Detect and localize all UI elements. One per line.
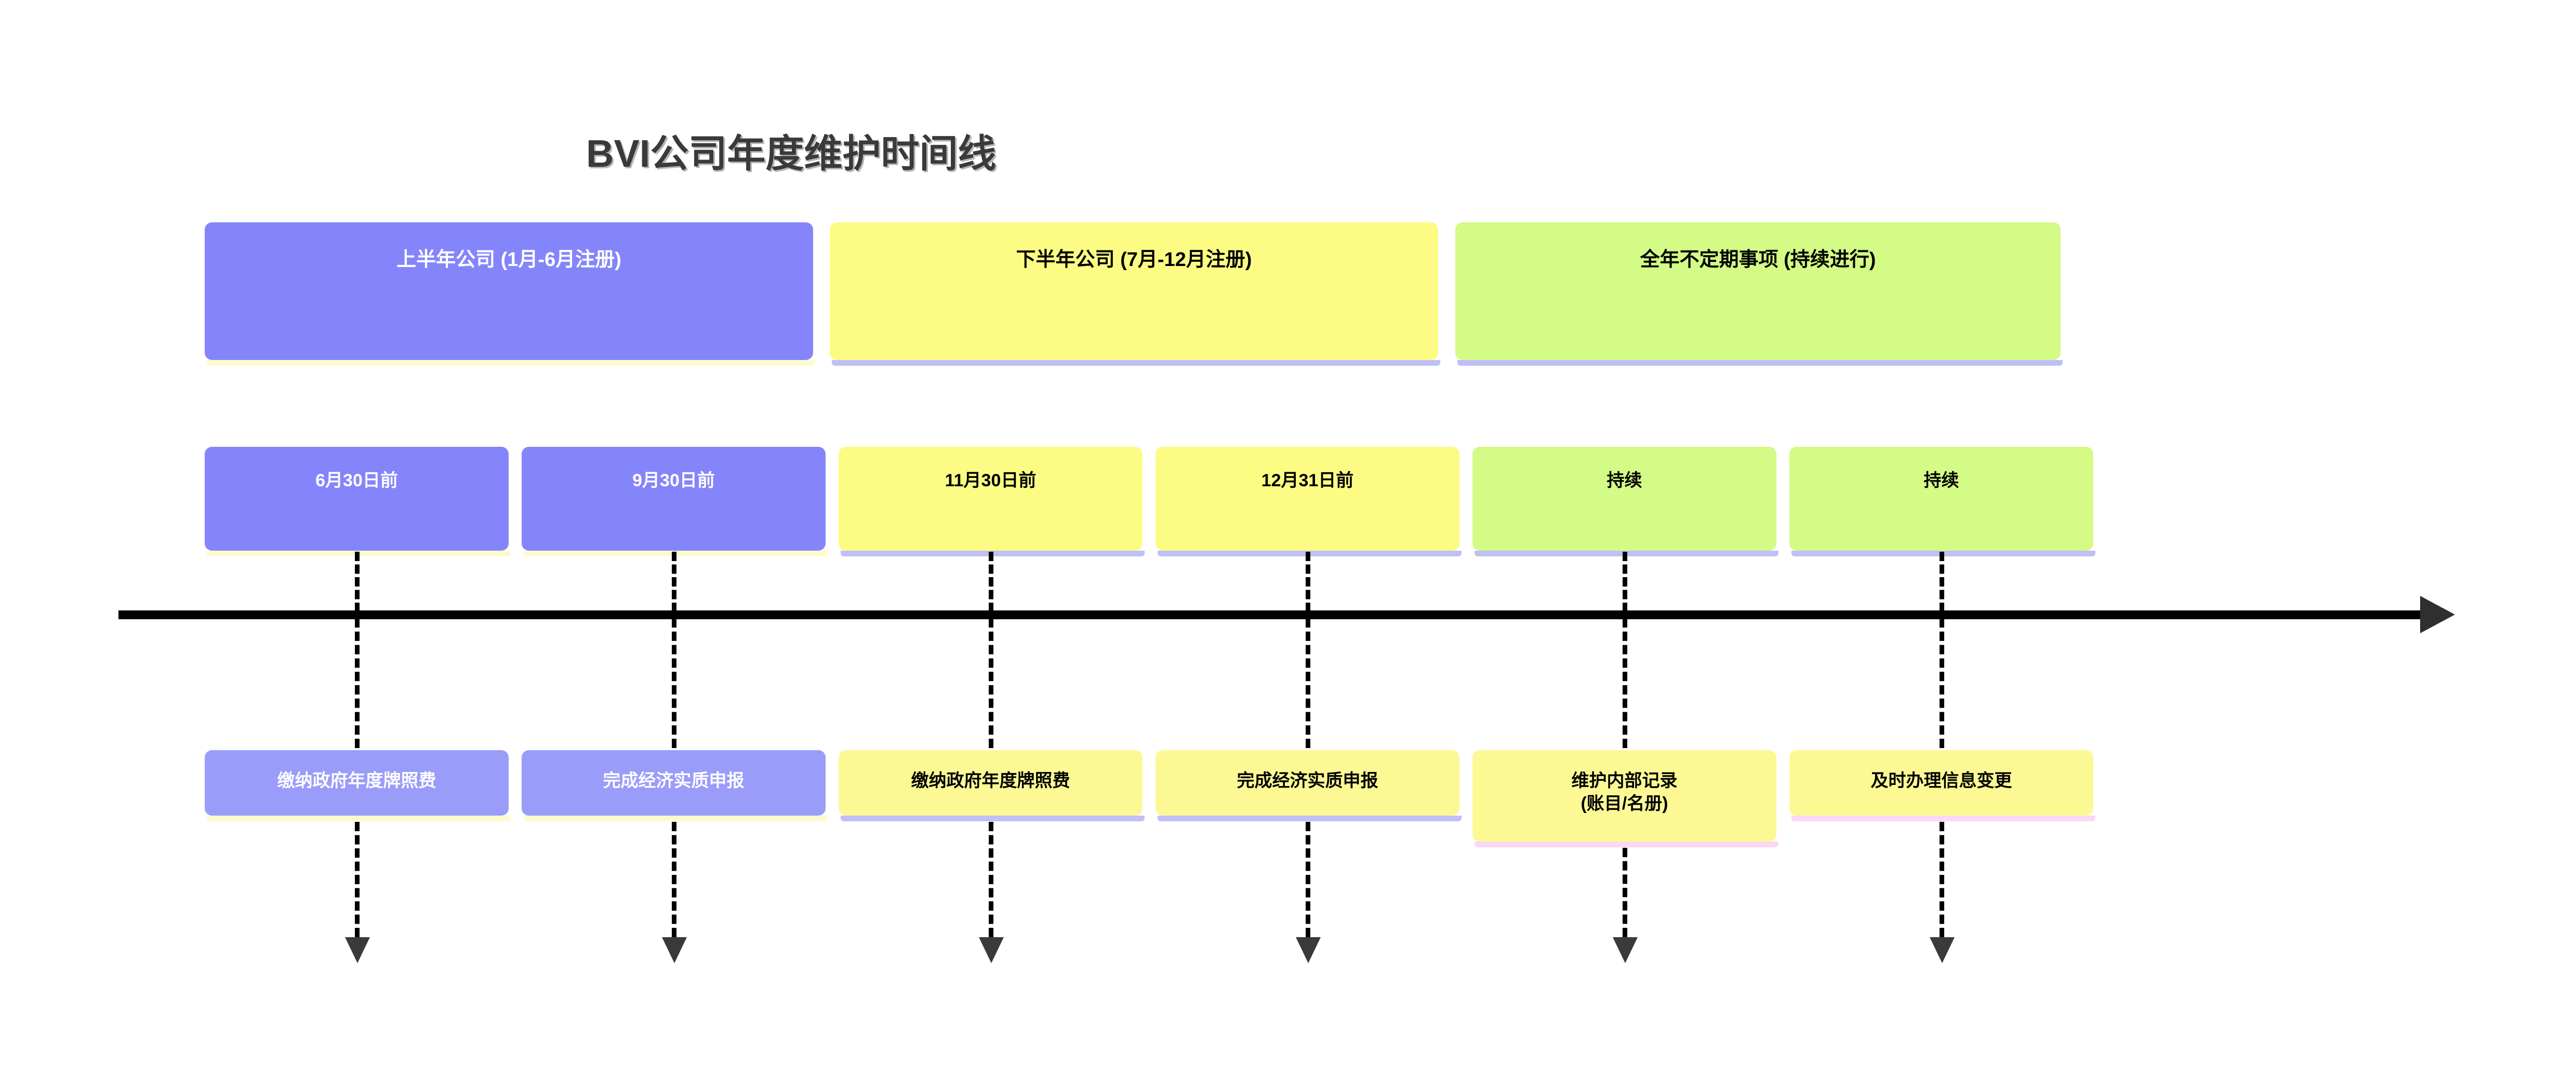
milestone-date-card-3[interactable]: 11月30日前	[839, 447, 1143, 551]
task-card-shadow	[1158, 816, 1462, 821]
connector-arrow-icon-6	[1930, 937, 1955, 963]
category-card-ongoing[interactable]: 全年不定期事项 (持续进行)	[1455, 222, 2061, 360]
task-card-6[interactable]: 及时办理信息变更	[1789, 750, 2093, 816]
category-label: 上半年公司 (1月-6月注册)	[396, 249, 621, 271]
milestone-date-card-1[interactable]: 6月30日前	[205, 447, 509, 551]
connector-arrow-icon-1	[345, 937, 370, 963]
milestone-date-card-2[interactable]: 9月30日前	[522, 447, 826, 551]
connector-arrow-icon-4	[1296, 937, 1321, 963]
category-card-shadow	[1457, 360, 2063, 366]
timeline-axis	[118, 610, 2433, 619]
milestone-date-card-4[interactable]: 12月31日前	[1156, 447, 1459, 551]
connector-line-2	[672, 552, 676, 612]
milestone-date-card-5[interactable]: 持续	[1472, 447, 1776, 551]
task-card-1[interactable]: 缴纳政府年度牌照费	[205, 750, 509, 816]
milestone-date-label: 9月30日前	[632, 471, 715, 490]
milestone-date-label: 6月30日前	[315, 471, 398, 490]
category-card-second-half[interactable]: 下半年公司 (7月-12月注册)	[830, 222, 1438, 360]
timeline-arrow-icon	[2420, 596, 2455, 633]
category-label: 下半年公司 (7月-12月注册)	[1016, 249, 1252, 271]
category-card-first-half[interactable]: 上半年公司 (1月-6月注册)	[205, 222, 813, 360]
connector-line-6	[1940, 552, 1944, 612]
connector-line-4c	[1306, 822, 1310, 937]
connector-line-3	[989, 552, 993, 612]
task-card-shadow	[841, 816, 1145, 821]
task-label: 及时办理信息变更	[1870, 771, 2012, 791]
milestone-date-label: 持续	[1923, 471, 1959, 490]
task-label: 完成经济实质申报	[1237, 771, 1378, 791]
connector-line-5	[1623, 552, 1627, 612]
connector-line-5c	[1623, 848, 1627, 937]
connector-line-1b	[355, 618, 360, 748]
connector-line-4	[1306, 552, 1310, 612]
task-card-2[interactable]: 完成经济实质申报	[522, 750, 826, 816]
task-card-shadow	[1475, 842, 1778, 847]
connector-line-3c	[989, 822, 993, 937]
task-label: 完成经济实质申报	[603, 771, 745, 791]
milestone-date-card-6[interactable]: 持续	[1789, 447, 2093, 551]
task-card-shadow	[1791, 816, 2095, 821]
connector-arrow-icon-2	[662, 937, 687, 963]
task-card-4[interactable]: 完成经济实质申报	[1156, 750, 1459, 816]
connector-line-1c	[355, 822, 360, 937]
connector-line-1	[355, 552, 360, 612]
task-label: 维护内部记录 (账目/名册)	[1571, 771, 1678, 814]
connector-line-5b	[1623, 618, 1627, 748]
connector-line-2c	[672, 822, 676, 937]
milestone-date-label: 12月31日前	[1261, 471, 1354, 490]
connector-line-6c	[1940, 822, 1944, 937]
category-label: 全年不定期事项 (持续进行)	[1640, 249, 1876, 271]
task-card-shadow	[207, 816, 511, 821]
category-card-shadow	[832, 360, 1440, 366]
connector-arrow-icon-5	[1613, 937, 1638, 963]
connector-line-3b	[989, 618, 993, 748]
category-card-shadow	[207, 360, 815, 366]
task-card-shadow	[524, 816, 828, 821]
task-label: 缴纳政府年度牌照费	[277, 771, 436, 791]
task-card-3[interactable]: 缴纳政府年度牌照费	[839, 750, 1143, 816]
connector-line-4b	[1306, 618, 1310, 748]
milestone-date-label: 11月30日前	[945, 471, 1037, 490]
task-label: 缴纳政府年度牌照费	[911, 771, 1070, 791]
connector-arrow-icon-3	[979, 937, 1004, 963]
connector-line-6b	[1940, 618, 1944, 748]
page-title: BVI公司年度维护时间线	[586, 132, 997, 175]
task-card-5[interactable]: 维护内部记录 (账目/名册)	[1472, 750, 1776, 842]
milestone-date-label: 持续	[1606, 471, 1642, 490]
connector-line-2b	[672, 618, 676, 748]
